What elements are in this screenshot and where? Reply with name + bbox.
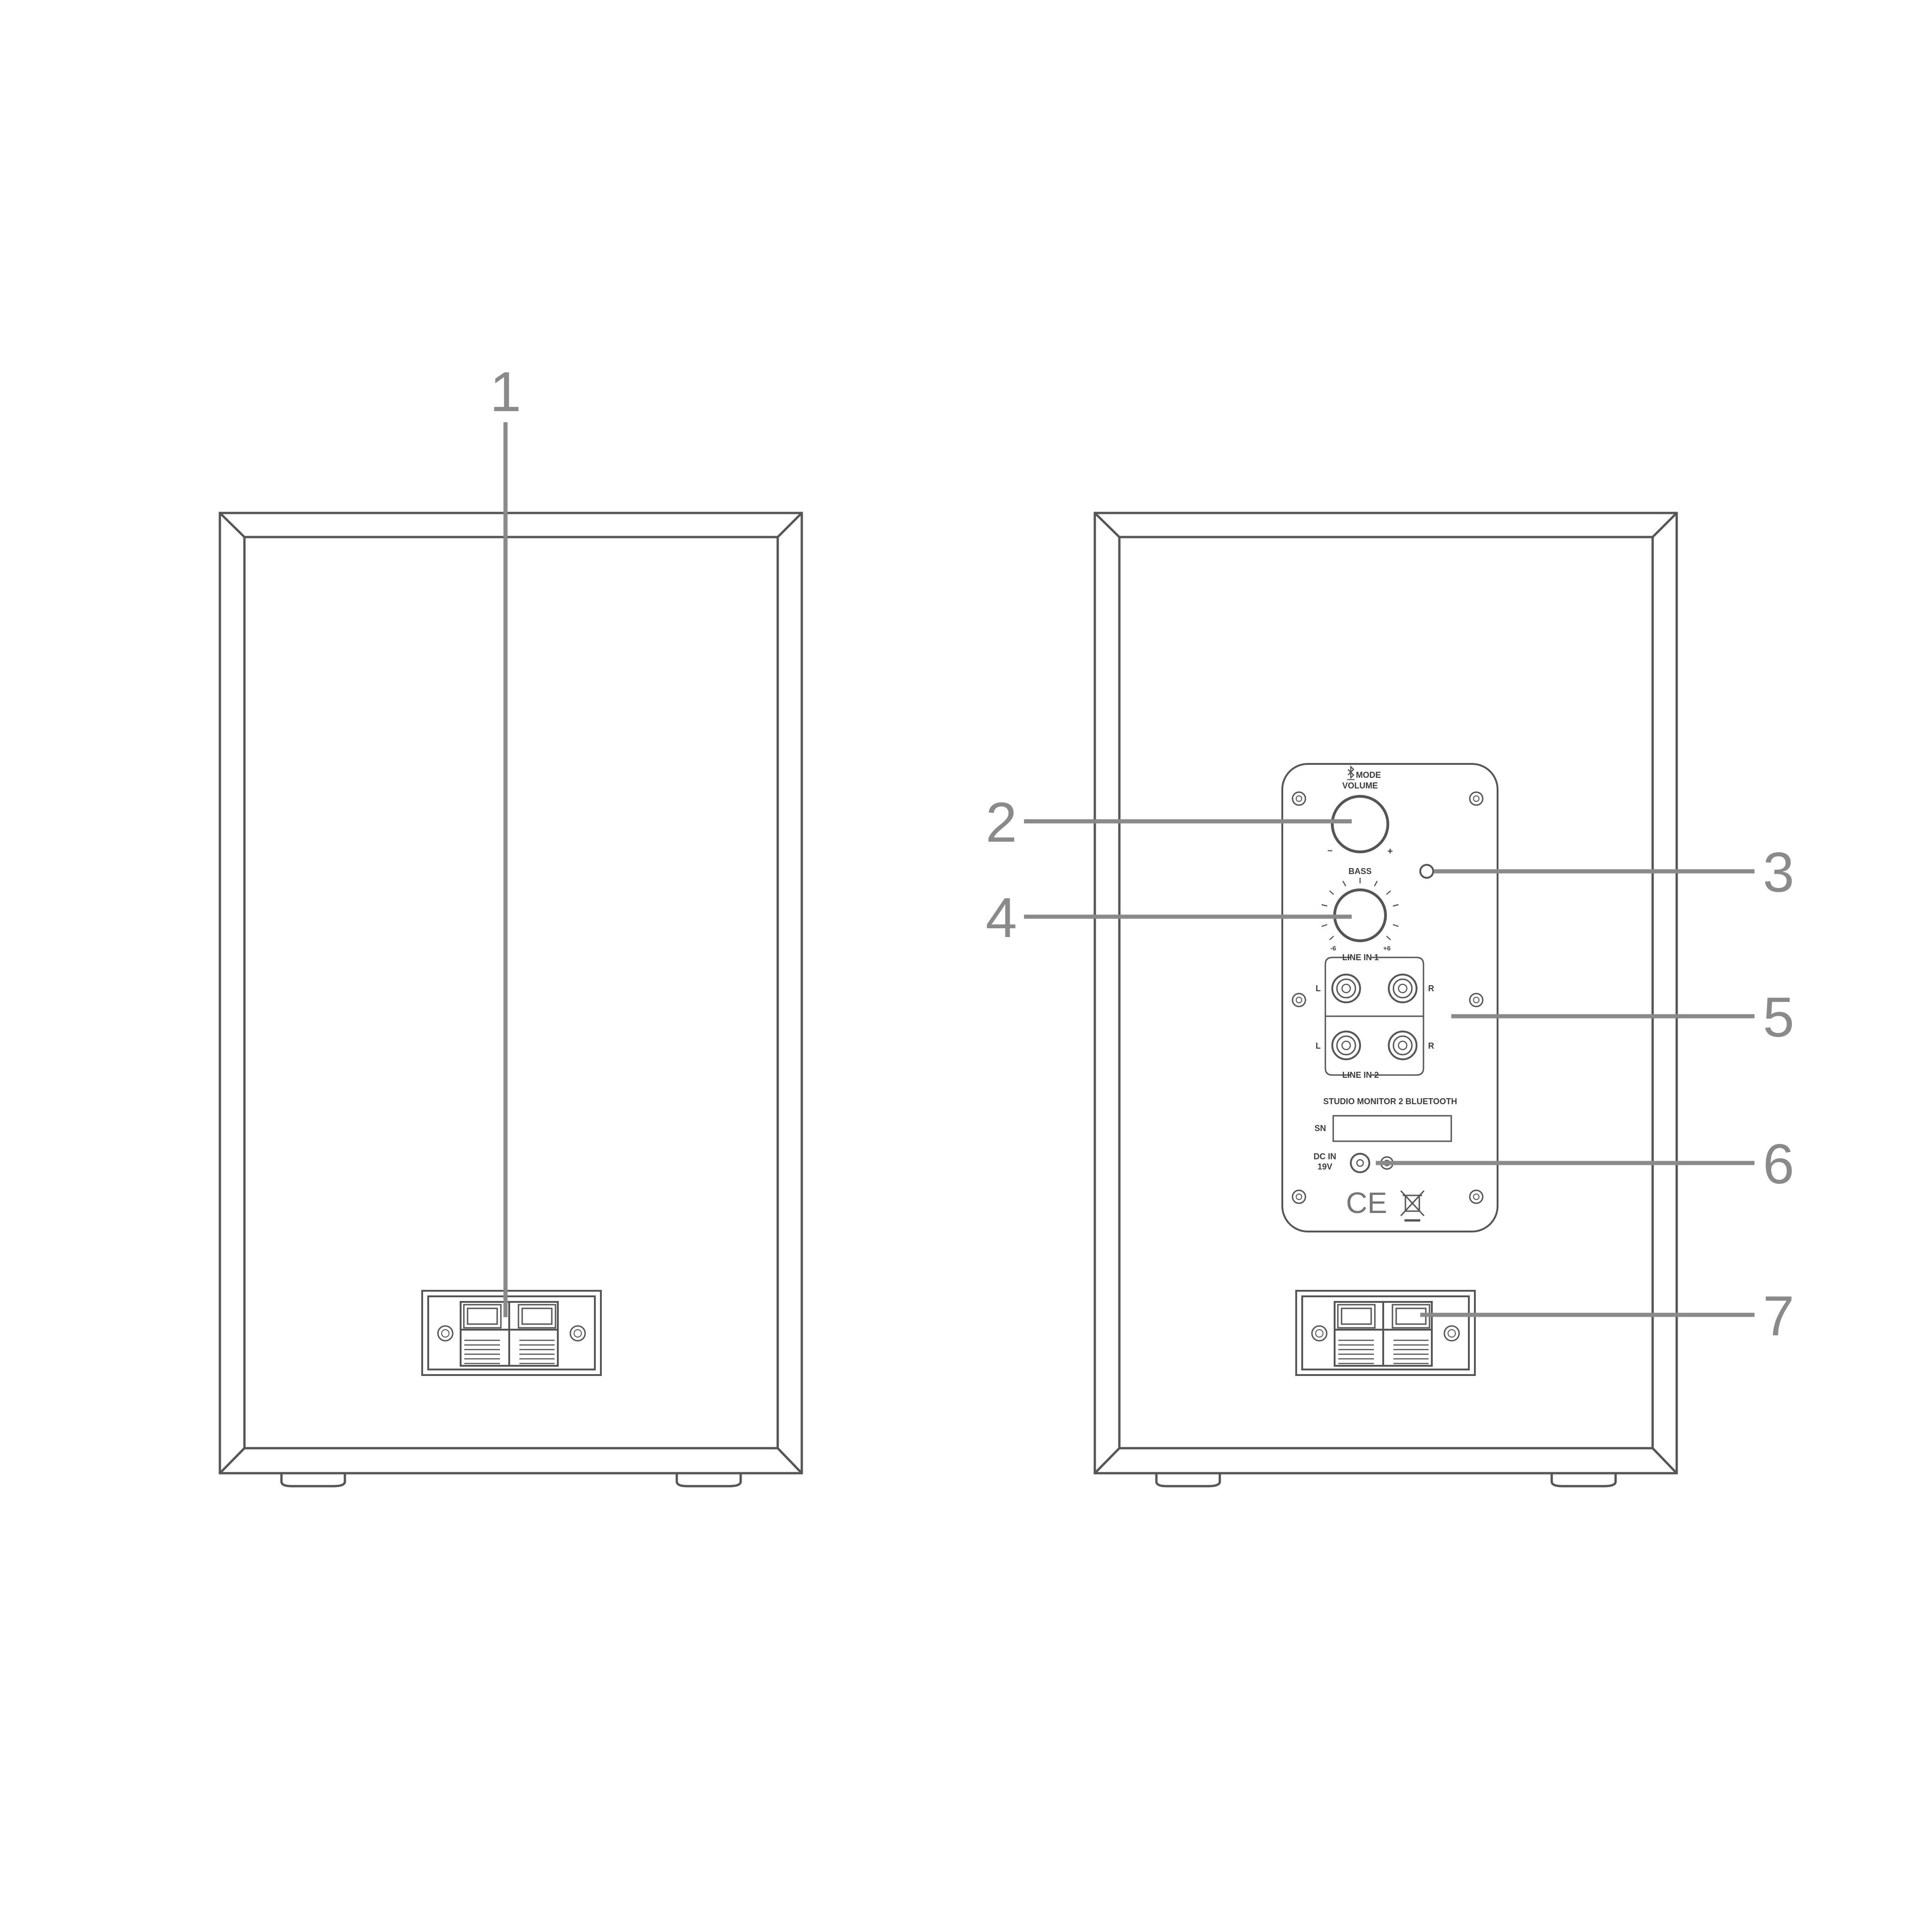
- left-speaker-outer-frame: [218, 512, 803, 1475]
- left-speaker-inner-panel: [243, 536, 779, 1450]
- serial-number-box: [1332, 1115, 1452, 1142]
- screw-icon: [1292, 993, 1306, 1007]
- callout-numbers: 1 2 3 4 5 6 7: [490, 360, 1794, 1347]
- dc-in-label: DC IN: [1314, 1152, 1336, 1161]
- callout-7: 7: [1763, 1284, 1794, 1347]
- line-in-2-label: LINE IN 2: [1342, 1070, 1379, 1080]
- right-speaker: [1093, 512, 1678, 1488]
- right-speaker-outer-frame: [1093, 512, 1678, 1475]
- screw-icon: [1469, 993, 1484, 1007]
- rca-jack-line2-left[interactable]: [1331, 1031, 1361, 1060]
- right-speaker-foot-left: [1155, 1473, 1221, 1488]
- callout-2: 2: [986, 791, 1017, 854]
- left-speaker: [218, 512, 803, 1488]
- sn-label: SN: [1314, 1124, 1326, 1133]
- ce-mark: CE: [1346, 1186, 1387, 1219]
- left-speaker-foot-left: [280, 1473, 346, 1488]
- bass-scale: [1321, 878, 1399, 940]
- left-speaker-terminal: [421, 1290, 602, 1376]
- callout-5: 5: [1763, 986, 1794, 1049]
- right-speaker-foot-right: [1550, 1473, 1617, 1488]
- bluetooth-icon: [1348, 765, 1355, 780]
- screw-icon: [569, 1325, 586, 1342]
- callout-4: 4: [986, 886, 1017, 949]
- volume-plus-label: +: [1387, 846, 1393, 857]
- callout-1: 1: [490, 360, 521, 423]
- screw-icon: [437, 1325, 454, 1342]
- right-speaker-inner-panel: [1118, 536, 1654, 1450]
- line-in-2-left-label: L: [1316, 1041, 1321, 1050]
- callout-lines: [503, 422, 1754, 1317]
- volume-minus-label: –: [1327, 845, 1332, 856]
- left-speaker-foot-right: [675, 1473, 742, 1488]
- line-in-1-left-label: L: [1316, 984, 1321, 993]
- bass-max-label: +6: [1383, 944, 1391, 952]
- line-in-section: [1324, 957, 1424, 1076]
- bass-min-label: -6: [1330, 944, 1336, 952]
- callout-6: 6: [1763, 1132, 1794, 1195]
- rca-jack-line1-right[interactable]: [1388, 974, 1417, 1003]
- line-in-1-label: LINE IN 1: [1342, 953, 1379, 962]
- dc-in-jack[interactable]: [1350, 1153, 1370, 1173]
- screw-icon: [1311, 1325, 1328, 1342]
- right-speaker-terminal: [1295, 1290, 1476, 1376]
- screw-icon: [1292, 1189, 1306, 1204]
- status-led: [1419, 864, 1434, 879]
- voltage-label: 19V: [1317, 1162, 1332, 1171]
- panel-labels: MODE VOLUME – + BASS -6 +6 LINE IN 1 LIN…: [1314, 770, 1457, 1219]
- line-in-1-right-label: R: [1428, 984, 1434, 993]
- bass-label: BASS: [1348, 867, 1372, 876]
- screw-icon: [1443, 1325, 1460, 1342]
- line-in-2-right-label: R: [1428, 1041, 1434, 1050]
- volume-knob[interactable]: [1331, 795, 1389, 853]
- weee-bin-icon: [1400, 1190, 1425, 1222]
- callout-3: 3: [1763, 841, 1794, 904]
- screw-icon: [1469, 1189, 1484, 1204]
- model-name-label: STUDIO MONITOR 2 BLUETOOTH: [1323, 1097, 1457, 1106]
- mode-label: MODE: [1356, 770, 1381, 780]
- rca-jack-line1-left[interactable]: [1331, 974, 1361, 1003]
- screw-icon: [1469, 791, 1484, 806]
- screw-icon: [1292, 791, 1306, 806]
- rca-jack-line2-right[interactable]: [1388, 1031, 1417, 1060]
- volume-label: VOLUME: [1342, 781, 1378, 790]
